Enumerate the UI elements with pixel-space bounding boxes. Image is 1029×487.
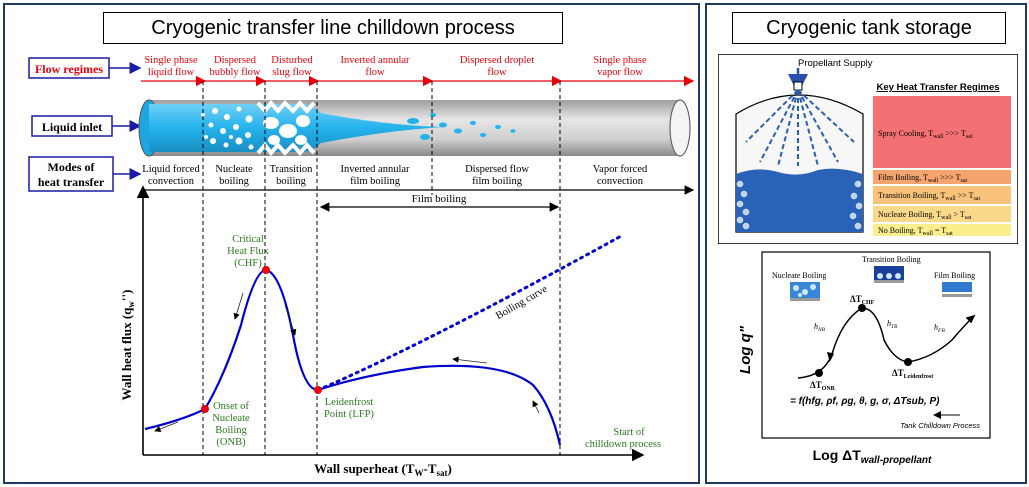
- onb-l3: Boiling: [215, 425, 247, 436]
- regime-1-l2: liquid flow: [148, 67, 195, 78]
- onb-l4: (ONB): [216, 437, 246, 448]
- mode-2-l2: boiling: [219, 176, 250, 187]
- x-axis-label: Wall superheat (TW-Tsat): [314, 461, 452, 478]
- chart-axes: [136, 185, 645, 462]
- mode-6-l2: convection: [597, 176, 644, 187]
- regime-6-l2: vapor flow: [597, 67, 643, 78]
- film-boiling-range: Film boiling: [319, 193, 560, 212]
- h-nb-label: hNB: [814, 322, 826, 333]
- chilldown-diagram: Flow regimes Liquid inlet Modes of heat …: [28, 55, 695, 478]
- mode-1-l2: convection: [148, 176, 195, 187]
- lfp-l2: Point (LFP): [324, 409, 374, 420]
- y-axis-label: Wall heat flux (qw''): [119, 290, 136, 401]
- regime-5-l1: Dispersed droplet: [460, 55, 534, 66]
- tank-y-label: Log q": [737, 325, 754, 374]
- svg-text:Film boiling: Film boiling: [412, 193, 467, 205]
- chf-point: [262, 266, 270, 274]
- dt-onb-label: ΔTONB: [810, 380, 835, 392]
- tank-x-label: Log ΔTwall-propellant: [813, 447, 932, 466]
- curve-direction-arrows: [154, 292, 540, 432]
- regime-3-l2: slug flow: [272, 67, 312, 78]
- film-icon: [942, 282, 972, 297]
- regime-transition: Transition Boiling, Twall >> Tsat: [878, 191, 980, 202]
- chf-l2: Heat Flux: [227, 246, 269, 257]
- regime-none: No Boiling, Twall = Tsat: [878, 226, 953, 237]
- regime-3-l1: Disturbed: [271, 55, 313, 66]
- h-fb-label: hFB: [934, 323, 945, 334]
- regime-6-l1: Single phase: [593, 55, 647, 66]
- boiling-curve: [144, 268, 562, 446]
- tank-diagram: Propellant Supply Key Heat Transfer Regi…: [718, 54, 1018, 244]
- regime-2-l1: Dispersed: [214, 55, 257, 66]
- regime-nucleate: Nucleate Boiling, Twall > Tsat: [878, 210, 972, 221]
- boiling-curve-extension: [316, 233, 625, 392]
- svg-text:Flow regimes: Flow regimes: [35, 62, 103, 76]
- mode-4-l1: Inverted annular: [340, 164, 410, 175]
- regime-1-l1: Single phase: [144, 55, 198, 66]
- regime-2-l2: bubbly flow: [209, 67, 260, 78]
- lfp-l1: Leidenfrost: [325, 397, 373, 408]
- tank-vessel: [735, 81, 864, 233]
- tank-boiling-curve: Log q" Nucleate Boiling Transition Boili…: [737, 251, 991, 466]
- regime-5-l2: flow: [487, 67, 507, 78]
- regime-film: Film Boiling, Twall >>> Tsat: [878, 173, 967, 184]
- boiling-curve-label: Boiling curve: [494, 284, 550, 322]
- h-tb-label: hTB: [887, 319, 898, 330]
- dt-leid-label: ΔTLeidenfrost: [892, 368, 933, 380]
- mode-3-l2: boiling: [276, 176, 307, 187]
- modes-label: Modes of heat transfer: [28, 156, 142, 192]
- mode-2-l1: Nucleate: [215, 164, 253, 175]
- chf-l1: Critical: [232, 234, 264, 245]
- regime-4-l1: Inverted annular: [340, 55, 410, 66]
- tank-title: Cryogenic tank storage: [732, 12, 1006, 44]
- transition-icon: [874, 266, 904, 283]
- start-l2: chilldown process: [585, 439, 661, 450]
- nucleate-icon: [790, 282, 820, 301]
- onb-point: [201, 405, 209, 413]
- svg-text:Liquid inlet: Liquid inlet: [42, 120, 102, 134]
- mode-3-l1: Transition: [270, 164, 314, 175]
- svg-text:Modes of: Modes of: [48, 160, 96, 174]
- mode-5-l2: film boiling: [472, 176, 523, 187]
- mode-5-l1: Dispersed flow: [465, 164, 529, 175]
- chilldown-panel: [3, 3, 700, 484]
- chilldown-title: Cryogenic transfer line chilldown proces…: [103, 12, 563, 44]
- transition-label: Transition Boiling: [862, 255, 921, 264]
- process-label: Tank Chilldown Process: [900, 421, 980, 430]
- regime-spray: Spray Cooling, Twall >>> Tsat: [878, 129, 973, 140]
- svg-text:heat transfer: heat transfer: [38, 175, 105, 189]
- regimes-header: Key Heat Transfer Regimes: [876, 82, 999, 93]
- onb-l2: Nucleate: [212, 413, 250, 424]
- lfp-point: [314, 386, 322, 394]
- regime-4-l2: flow: [365, 67, 385, 78]
- mode-6-l1: Vapor forced: [593, 164, 648, 175]
- mode-4-l2: film boiling: [350, 176, 401, 187]
- nucleate-label: Nucleate Boiling: [772, 271, 826, 280]
- formula: = f(hfg, ρf, ρg, θ, g, σ, ΔTsub, P): [790, 396, 940, 407]
- propellant-supply-label: Propellant Supply: [798, 58, 873, 69]
- flow-regimes-label: Flow regimes: [28, 57, 142, 79]
- dt-chf-label: ΔTCHF: [850, 294, 875, 306]
- chf-l3: (CHF): [234, 258, 262, 269]
- film-label: Film Boiling: [934, 271, 975, 280]
- mode-1-l1: Liquid forced: [142, 164, 200, 175]
- pipe: [138, 99, 691, 157]
- liquid-inlet-label: Liquid inlet: [31, 115, 142, 137]
- onb-l1: Onset of: [213, 401, 249, 412]
- start-l1: Start of: [613, 427, 645, 438]
